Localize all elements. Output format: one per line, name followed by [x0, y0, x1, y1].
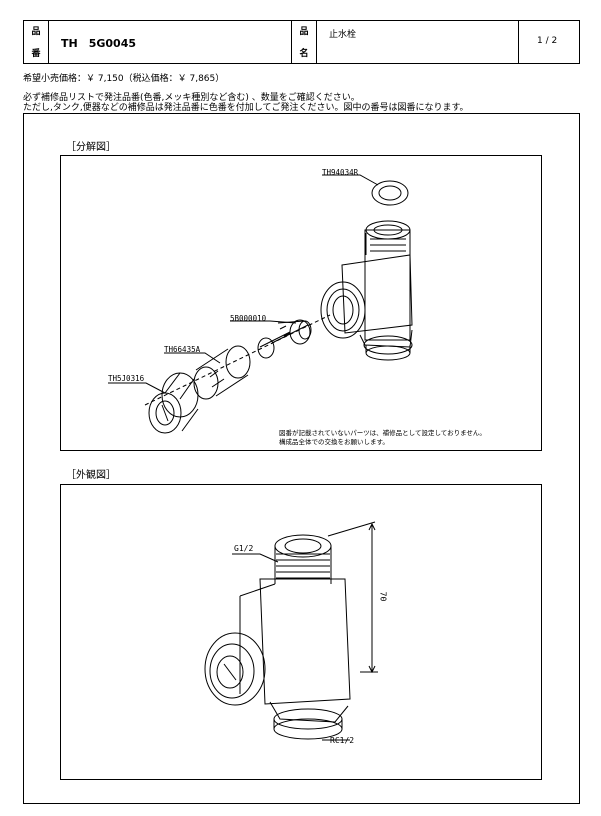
- hinmei-label-1: 品: [299, 27, 309, 37]
- part-label-sleeve: TH66435A: [164, 345, 201, 354]
- leader-cartridge: [230, 320, 297, 324]
- dimension-label: 70: [378, 591, 388, 602]
- sleeve-part: [193, 345, 251, 400]
- part-label-cartridge: 5B000010: [230, 314, 267, 323]
- part-label-gasket: TH94034R: [322, 168, 359, 177]
- product-name: 止水栓: [329, 30, 357, 40]
- hinban-label-1: 品: [31, 27, 41, 37]
- price-line: 希望小売価格：￥ 7,150（税込価格：￥ 7,865）: [23, 74, 225, 84]
- valve-exterior: [204, 534, 351, 740]
- hinmei-label-2: 名: [299, 49, 309, 59]
- exploded-view-title: ［分解図］: [66, 142, 116, 153]
- header-table: 品 番 TH 5G0045 品 名 止水栓 1 / 2: [23, 20, 580, 64]
- gasket-ring-inner: [378, 185, 402, 201]
- exploded-drawing: [108, 174, 413, 434]
- leader-sleeve: [164, 352, 221, 364]
- notice-line-1: 必ず補修品リストで発注品番(色番,メッキ種別など含む) 、数量をご確認ください。: [23, 93, 360, 103]
- hinmei-label-cell: 品 名: [292, 21, 317, 63]
- cartridge-part: [257, 319, 312, 359]
- exploded-note-1: 図番が記載されていないパーツは、補修品として設定しておりません。: [279, 429, 486, 437]
- leader-thread-top: [232, 553, 279, 563]
- height-dimension: [327, 521, 378, 674]
- notice-line-2: ただし,タンク,便器などの補修品は発注品番に色番を付加してご発注ください。図中の…: [23, 103, 469, 113]
- part-label-cap: TH5J0316: [108, 374, 145, 383]
- product-code: TH 5G0045: [61, 37, 137, 50]
- hinban-label-2: 番: [31, 49, 41, 59]
- page-cell: 1 / 2: [519, 21, 581, 63]
- leader-gasket: [322, 174, 379, 186]
- exterior-drawing: [204, 521, 378, 741]
- exploded-note-2: 構成品全体での交換をお願いします。: [279, 438, 389, 446]
- product-code-cell: TH 5G0045: [49, 21, 292, 63]
- hinban-label-cell: 品 番: [24, 21, 49, 63]
- leader-cap: [108, 382, 166, 394]
- page-number: 1 / 2: [537, 36, 558, 46]
- exterior-view-title: ［外観図］: [66, 470, 116, 481]
- thread-label-top: G1/2: [234, 544, 254, 553]
- thread-label-bottom: RC1/2: [330, 736, 355, 745]
- assembly-axis: [144, 314, 331, 406]
- drawing-frame: [23, 113, 580, 804]
- gasket-ring: [371, 180, 409, 206]
- exploded-view-panel: [60, 155, 542, 451]
- valve-body: [320, 220, 413, 361]
- product-name-cell: 止水栓: [317, 21, 519, 63]
- cap-part: [148, 372, 199, 434]
- exterior-view-panel: [60, 484, 542, 780]
